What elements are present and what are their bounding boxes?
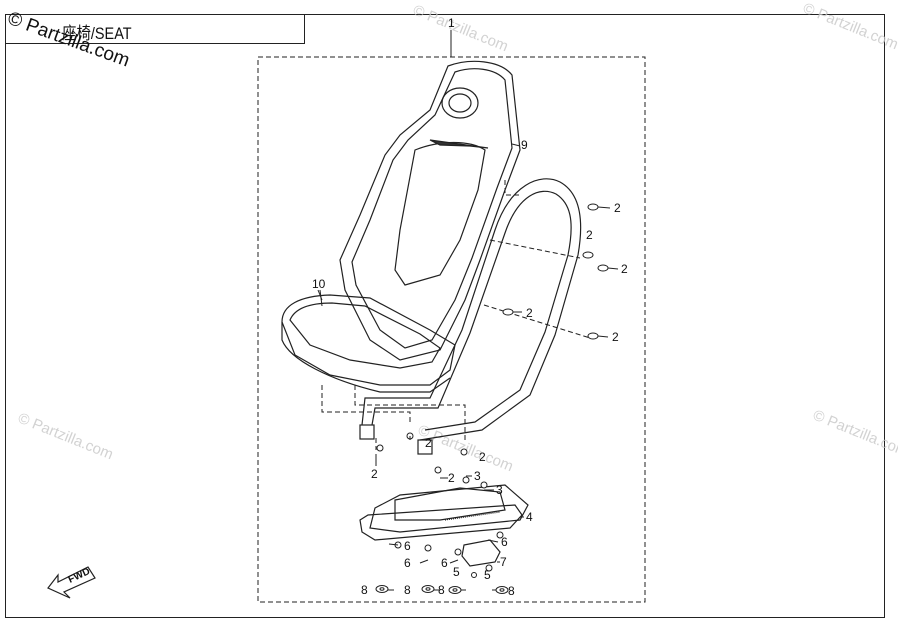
- callout-2: 2: [448, 471, 455, 485]
- callout-2: 2: [425, 436, 432, 450]
- callout-8: 8: [438, 583, 445, 597]
- assembly-boundary: [257, 56, 646, 603]
- fwd-arrow-icon: FWD: [47, 566, 96, 599]
- diagram-frame: [5, 14, 885, 618]
- title-box: [5, 14, 305, 44]
- hidden-lines: [321, 180, 591, 450]
- callout-2: 2: [371, 467, 378, 481]
- seat-frame: [359, 178, 582, 455]
- bracket-7: [461, 539, 501, 567]
- callout-6: 6: [501, 535, 508, 549]
- callout-2: 2: [479, 450, 486, 464]
- callout-5: 5: [484, 568, 491, 582]
- callout-3: 3: [496, 483, 503, 497]
- callout-10: 10: [312, 277, 326, 291]
- seat-back: [339, 60, 521, 361]
- callout-2: 2: [614, 201, 621, 215]
- callout-8: 8: [508, 584, 515, 598]
- callout-5: 5: [453, 565, 460, 579]
- leader-lines: [317, 143, 524, 591]
- callout-4: 4: [526, 510, 533, 524]
- callout-9: 9: [521, 138, 528, 152]
- callout-6: 6: [404, 556, 411, 570]
- callout-2: 2: [526, 306, 533, 320]
- callout-2: 2: [621, 262, 628, 276]
- callout-7: 7: [500, 555, 507, 569]
- callout-8: 8: [404, 583, 411, 597]
- callout-8: 8: [361, 583, 368, 597]
- callout-2: 2: [612, 330, 619, 344]
- callout-3: 3: [474, 469, 481, 483]
- callout-2: 2: [586, 228, 593, 242]
- callout-labels: 1 9 10 2 2 2 2 2 2 2 2 2 3 3 4 6 6 6 6 7…: [312, 16, 628, 598]
- seat-slider: [359, 484, 529, 541]
- callout-6: 6: [404, 539, 411, 553]
- bolts: [376, 203, 619, 578]
- callout-6: 6: [441, 556, 448, 570]
- callout-1: 1: [448, 16, 455, 30]
- diagram-title: 座椅/SEAT: [62, 24, 132, 43]
- fwd-label: FWD: [67, 566, 92, 586]
- seat-cushion: [281, 289, 456, 393]
